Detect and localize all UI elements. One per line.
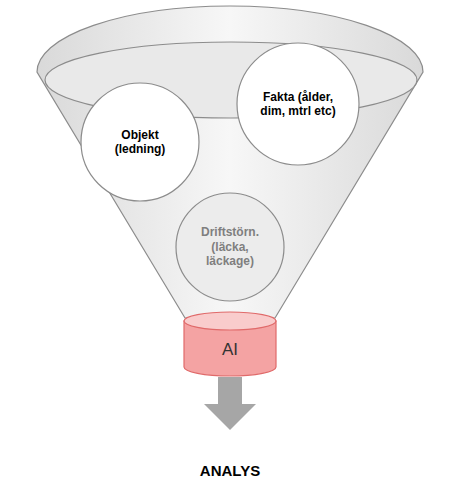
node-text: Fakta (ålder, dim, mtrl etc) xyxy=(253,90,343,119)
output-label: ANALYS xyxy=(130,462,330,479)
down-arrow xyxy=(204,377,256,430)
facts-circle: Fakta (ålder, dim, mtrl etc) xyxy=(236,42,360,166)
ai-cylinder: AI xyxy=(184,312,276,376)
circle-shape xyxy=(81,83,199,201)
cylinder-top xyxy=(184,312,276,330)
object-circle: Objekt (ledning) xyxy=(80,82,200,202)
disturbance-circle: Driftstörn. (läcka, läckage) xyxy=(175,192,285,302)
circle-shape xyxy=(176,193,284,301)
node-text: AI xyxy=(222,340,238,360)
circle-shape xyxy=(237,43,359,165)
funnel-body xyxy=(37,6,423,318)
node-text: Driftstörn. (läcka, läckage) xyxy=(190,225,270,268)
node-text: Objekt (ledning) xyxy=(97,128,184,157)
